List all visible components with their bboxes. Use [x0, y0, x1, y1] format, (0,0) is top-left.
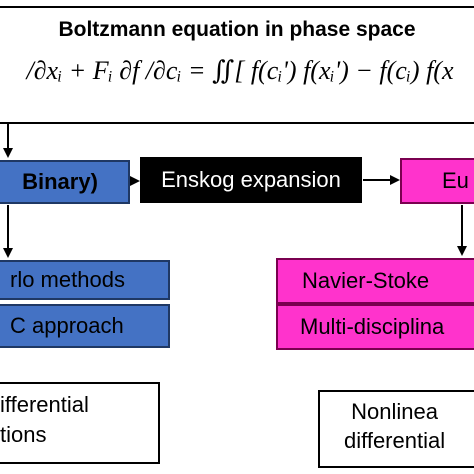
boltzmann-equation: /∂xᵢ + Fᵢ ∂f /∂cᵢ = ∬[ f(cᵢ') f(xᵢ') − f…	[26, 56, 454, 85]
navier-stokes-label: Navier-Stoke	[302, 268, 430, 293]
left-bottom-box	[0, 382, 160, 464]
dsmc-label: C approach	[10, 313, 124, 338]
enskog-label: Enskog expansion	[161, 167, 341, 192]
left-bottom-line-1: ifferential	[0, 392, 89, 417]
binary-label: Binary)	[22, 169, 98, 194]
dsmc-box: C approach	[0, 304, 170, 348]
binary-box: Binary)	[0, 160, 130, 204]
left-bottom-line-2: tions	[0, 421, 47, 447]
enskog-expansion-box: Enskog expansion	[140, 157, 362, 203]
euler-box: Eu	[400, 158, 474, 204]
euler-label: Eu	[442, 168, 469, 193]
navier-stokes-box: Navier-Stoke	[276, 258, 474, 304]
multidisciplinary-box: Multi-disciplina	[276, 304, 474, 350]
multidisciplinary-label: Multi-disciplina	[300, 314, 445, 339]
diagram-title: Boltzmann equation in phase space	[58, 18, 416, 41]
monte-carlo-label: rlo methods	[10, 267, 125, 292]
right-bottom-box	[318, 390, 474, 468]
right-bottom-line-1: Nonlinea	[351, 399, 438, 424]
title-box	[0, 6, 474, 124]
right-bottom-line-2: differential	[344, 427, 446, 453]
right-bottom-text: Nonlinea differential	[344, 398, 445, 455]
monte-carlo-box: rlo methods	[0, 260, 170, 300]
left-bottom-text: ifferential tions	[0, 390, 89, 449]
